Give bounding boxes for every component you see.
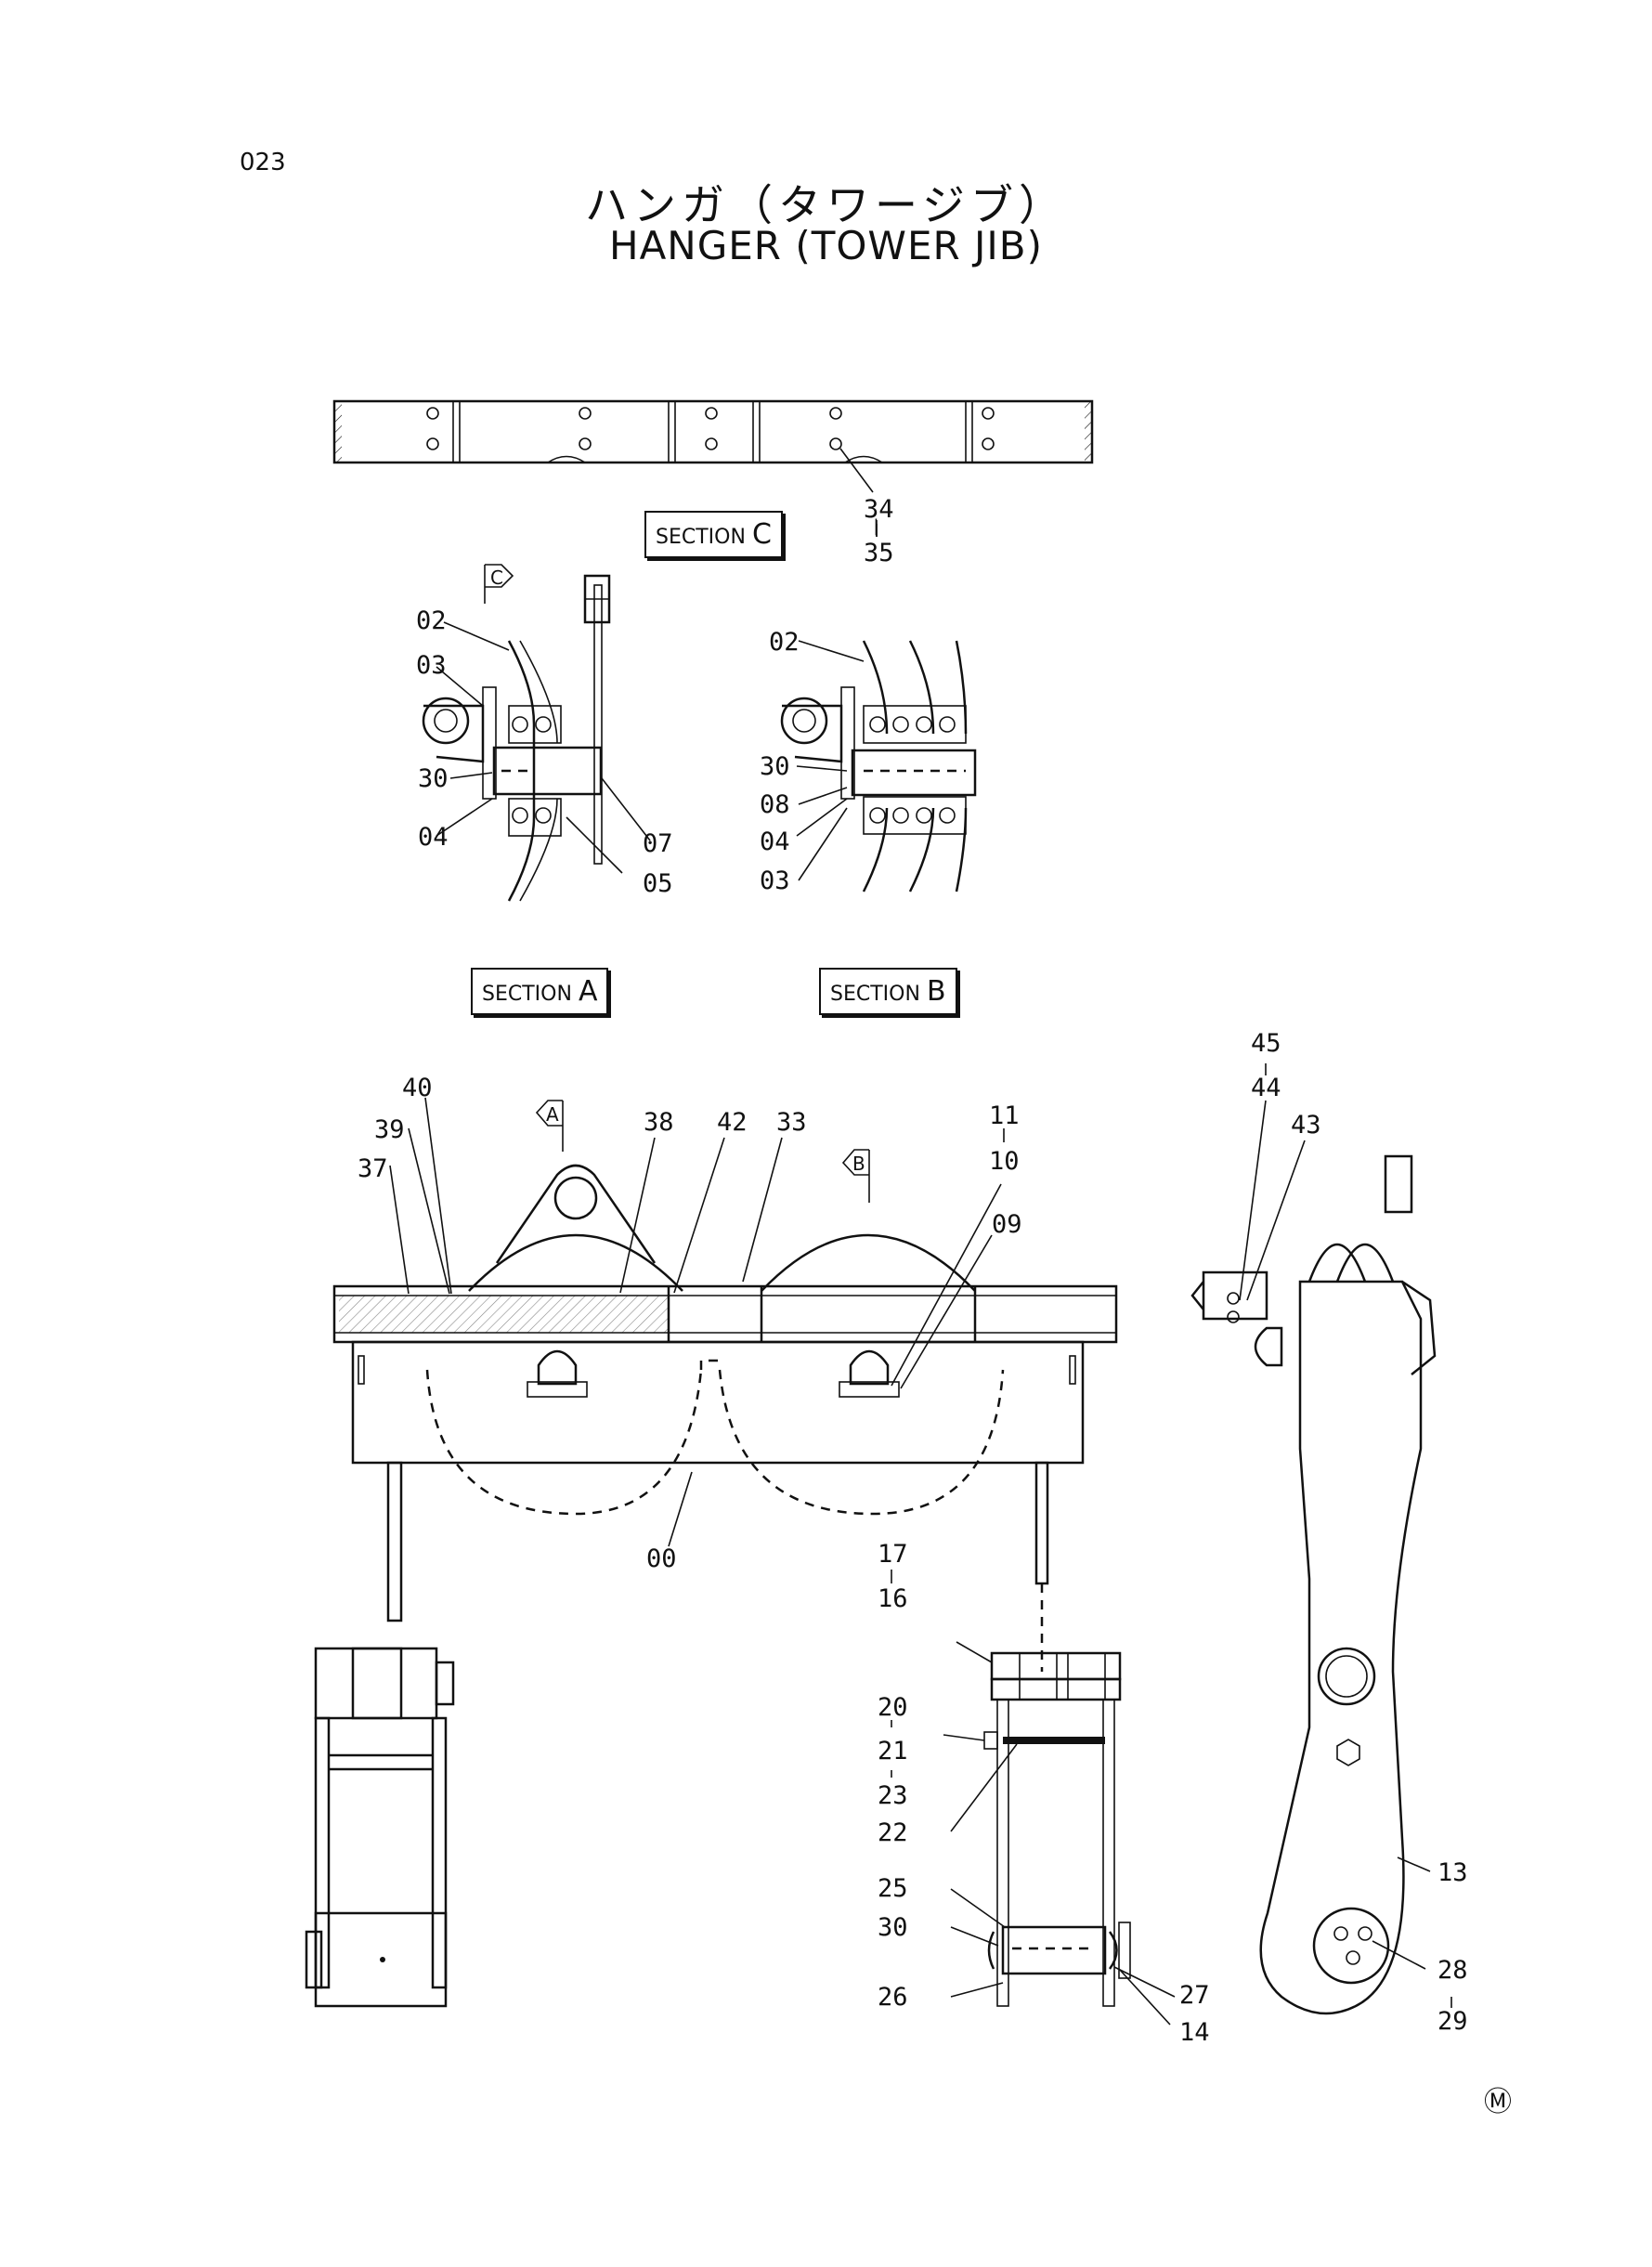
section-c-plate — [332, 399, 1094, 537]
section-b-prefix: SECTION — [830, 983, 920, 1006]
callout-14: 14 — [1179, 2018, 1210, 2047]
section-a-label: SECTION A — [471, 968, 609, 1015]
callout-02-b: 02 — [769, 628, 800, 657]
section-b-label: SECTION B — [819, 968, 957, 1015]
view-arrow-c — [484, 564, 514, 604]
callout-00: 00 — [646, 1544, 677, 1573]
manufacturer-mark: Ⓜ — [1484, 2086, 1512, 2118]
section-b-letter: B — [926, 975, 946, 1008]
callout-08-b: 08 — [760, 790, 790, 819]
view-marker-c: C — [490, 567, 503, 589]
callout-40: 40 — [402, 1074, 433, 1102]
callout-04-b: 04 — [760, 827, 790, 856]
callout-11: 11 — [989, 1101, 1020, 1130]
range-dash-34-35: | — [871, 516, 881, 536]
callout-30-b: 30 — [760, 752, 790, 781]
detail-assembly-drawing — [983, 1651, 1131, 2007]
callout-44: 44 — [1251, 1074, 1281, 1102]
callout-25: 25 — [878, 1874, 908, 1903]
callout-10: 10 — [989, 1147, 1020, 1176]
section-a-drawing — [422, 574, 611, 902]
callout-07-a: 07 — [643, 829, 673, 858]
title-english: HANGER (TOWER JIB) — [608, 223, 1044, 268]
callout-05-a: 05 — [643, 869, 673, 898]
callout-30-a: 30 — [418, 764, 449, 793]
callout-43: 43 — [1291, 1111, 1321, 1140]
callout-16: 16 — [878, 1584, 908, 1613]
page-number: 023 — [240, 149, 286, 176]
callout-45: 45 — [1251, 1029, 1281, 1058]
section-b-drawing — [780, 640, 977, 892]
callout-38: 38 — [644, 1108, 674, 1137]
callout-35: 35 — [864, 539, 894, 567]
leader-lines — [389, 621, 1452, 2026]
section-c-prefix: SECTION — [656, 526, 746, 549]
callout-13: 13 — [1437, 1858, 1468, 1887]
callout-29: 29 — [1437, 2007, 1468, 2036]
side-view-drawing — [1190, 1154, 1437, 2015]
callout-34: 34 — [864, 495, 894, 524]
callout-28: 28 — [1437, 1956, 1468, 1985]
callout-20: 20 — [878, 1693, 908, 1722]
section-c-letter: C — [751, 518, 772, 551]
callout-21: 21 — [878, 1737, 908, 1765]
left-link-drawing — [305, 1647, 455, 2008]
section-a-letter: A — [578, 975, 598, 1008]
title-japanese: ハンガ（タワージブ） — [584, 180, 1068, 230]
view-marker-a: A — [546, 1103, 559, 1126]
callout-37: 37 — [358, 1154, 388, 1183]
callout-09: 09 — [992, 1210, 1022, 1239]
callout-33: 33 — [776, 1108, 807, 1137]
callout-03-b: 03 — [760, 866, 790, 895]
main-hanger-drawing — [332, 1164, 1118, 1672]
callout-04-a: 04 — [418, 823, 449, 852]
section-a-prefix: SECTION — [482, 983, 572, 1006]
callout-27: 27 — [1179, 1981, 1210, 2010]
callout-03-a: 03 — [416, 651, 447, 680]
callout-02-a: 02 — [416, 606, 447, 635]
callout-23: 23 — [878, 1781, 908, 1810]
view-arrow-b — [841, 1149, 870, 1203]
callout-39: 39 — [374, 1115, 405, 1144]
callout-22: 22 — [878, 1818, 908, 1847]
callout-42: 42 — [717, 1108, 748, 1137]
callout-17: 17 — [878, 1540, 908, 1569]
view-marker-b: B — [852, 1153, 865, 1175]
section-c-label: SECTION C — [644, 511, 783, 558]
view-arrow-a — [535, 1100, 564, 1152]
callout-26: 26 — [878, 1983, 908, 2012]
callout-30-d: 30 — [878, 1913, 908, 1942]
